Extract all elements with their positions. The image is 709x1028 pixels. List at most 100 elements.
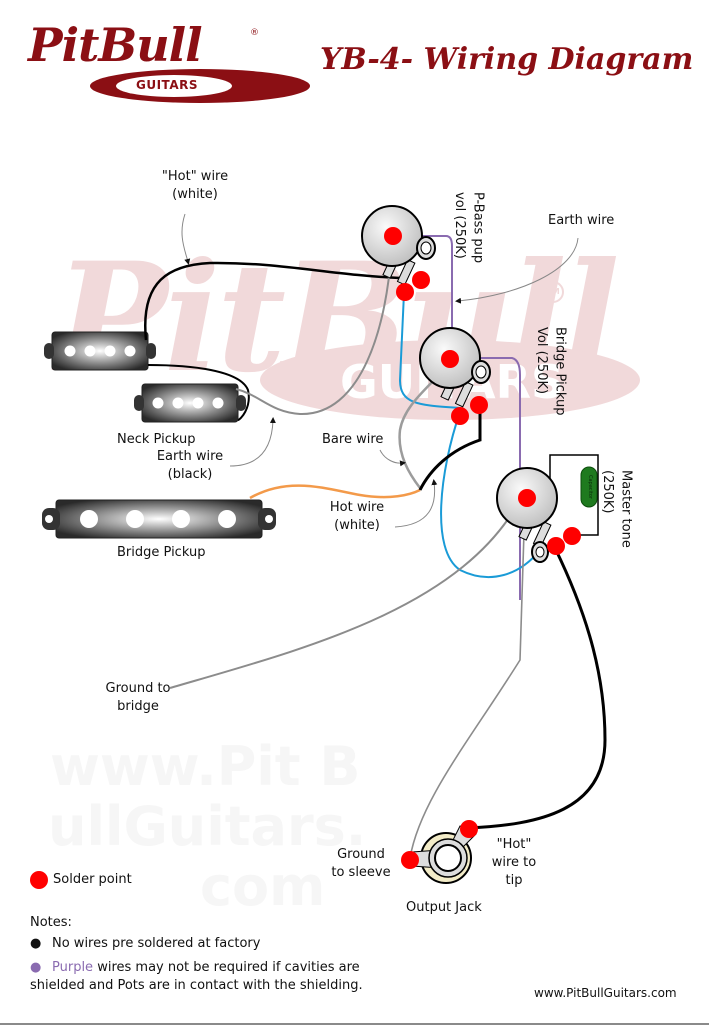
pickup-ear-left bbox=[44, 343, 54, 359]
bullet-icon: ● bbox=[30, 960, 42, 975]
pole-piece bbox=[80, 510, 98, 528]
pickup-ear-right bbox=[236, 395, 246, 411]
pole-piece bbox=[126, 510, 144, 528]
pointer-bare bbox=[379, 449, 406, 467]
pole-piece bbox=[218, 510, 236, 528]
wire-hot-neck bbox=[143, 261, 401, 341]
pointer-earth-top bbox=[455, 237, 579, 304]
wire-black-hot bbox=[418, 408, 482, 491]
label-line: to sleeve bbox=[331, 865, 391, 881]
label-line: "Hot" bbox=[496, 837, 532, 852]
pole-piece bbox=[104, 345, 116, 357]
pot-nut-inner bbox=[535, 546, 545, 558]
label-line: tip bbox=[505, 873, 523, 889]
pot-lug bbox=[454, 381, 474, 408]
solder-point bbox=[460, 820, 478, 838]
label-hot-wire-white: Hot wire (white) bbox=[322, 499, 392, 535]
pointer-hot-white bbox=[394, 479, 438, 528]
jack-hole bbox=[434, 844, 462, 872]
pole-piece bbox=[124, 345, 136, 357]
bullet-icon: ● bbox=[30, 936, 42, 951]
label-line: (250K) bbox=[600, 470, 616, 514]
solder-point bbox=[563, 527, 581, 545]
watermark-tm-text: TM bbox=[546, 287, 560, 296]
label-ground-to-bridge: Ground to bridge bbox=[98, 680, 178, 716]
capacitor-label: Capacitor bbox=[587, 475, 593, 500]
pole-piece bbox=[64, 345, 76, 357]
watermark-tm: TM bbox=[542, 281, 564, 303]
footer-url[interactable]: www.PitBullGuitars.com bbox=[534, 986, 677, 1000]
label-output-jack: Output Jack bbox=[406, 900, 482, 915]
wire-ground-bridge bbox=[169, 499, 521, 689]
logo-main-text: PitBull bbox=[28, 18, 203, 72]
label-neck-pickup: Neck Pickup bbox=[117, 432, 196, 447]
pole-piece bbox=[212, 397, 224, 409]
wire-ground-sleeve bbox=[409, 499, 526, 859]
solder-point bbox=[412, 271, 430, 289]
pole-piece bbox=[172, 397, 184, 409]
label-earth-wire-top: Earth wire bbox=[548, 213, 615, 228]
wire-neck-link bbox=[147, 364, 250, 421]
label-line: "Hot" wire bbox=[161, 169, 229, 184]
pot-pbass-volume bbox=[361, 205, 436, 301]
solder-point bbox=[518, 489, 536, 507]
label-line: P-Bass pup bbox=[470, 192, 486, 264]
label-hot-wire-top: "Hot" wire (white) bbox=[150, 168, 240, 204]
logo-swoosh-inner bbox=[116, 75, 232, 97]
solder-point bbox=[396, 283, 414, 301]
pointer-hot-top bbox=[181, 213, 191, 265]
legend-solder-point: Solder point bbox=[53, 872, 132, 887]
mount-hole bbox=[265, 515, 273, 523]
pointer-earth-black bbox=[229, 417, 276, 467]
label-line: (white) bbox=[334, 518, 380, 534]
page-title: YB-4- Wiring Diagram bbox=[320, 42, 694, 77]
label-line: Vol (250K) bbox=[534, 327, 550, 395]
wire-hot-tip bbox=[467, 547, 607, 830]
pot-nut-inner bbox=[475, 365, 487, 379]
pot-master-tone bbox=[496, 467, 581, 563]
wire-blue-1 bbox=[398, 292, 461, 409]
pole-piece bbox=[84, 345, 96, 357]
pole-piece bbox=[152, 397, 164, 409]
pickup-ear-left bbox=[134, 395, 144, 411]
wire-orange-hot bbox=[249, 484, 421, 500]
bottom-divider bbox=[0, 1023, 709, 1025]
neck-pickup-upper bbox=[44, 331, 156, 371]
solder-point bbox=[547, 537, 565, 555]
logo-sub-text: GUITARS bbox=[136, 78, 198, 92]
label-line: Earth wire bbox=[156, 449, 224, 464]
watermark-url-2: ullGuitars. bbox=[48, 795, 367, 858]
bridge-pickup bbox=[42, 499, 276, 539]
pole-piece bbox=[172, 510, 190, 528]
solder-point bbox=[401, 851, 419, 869]
note-item-2: ●Purple wires may not be required if cav… bbox=[30, 959, 380, 995]
label-line: Ground to bbox=[105, 681, 171, 696]
legend-solder-icon bbox=[30, 871, 48, 889]
brand-logo: PitBull ® GUITARS bbox=[28, 18, 310, 103]
solder-point bbox=[470, 396, 488, 414]
notes-heading: Notes: bbox=[30, 915, 72, 930]
solder-point bbox=[384, 227, 402, 245]
label-line: vol (250K) bbox=[452, 192, 468, 259]
label-pbass-pot: P-Bass pup vol (250K) bbox=[450, 192, 486, 263]
wire-purple-1 bbox=[398, 235, 453, 358]
logo-swoosh bbox=[90, 69, 310, 103]
pot-nut-inner bbox=[420, 241, 432, 255]
note-text: No wires pre soldered at factory bbox=[52, 936, 261, 951]
wire-blue-2 bbox=[440, 411, 541, 579]
solder-point bbox=[441, 350, 459, 368]
label-master-tone: Master tone (250K) bbox=[598, 470, 634, 548]
note-highlight: Purple bbox=[52, 960, 94, 975]
label-line: (white) bbox=[172, 187, 218, 203]
neck-pickup-lower bbox=[134, 383, 246, 423]
label-bare-wire: Bare wire bbox=[322, 432, 384, 447]
solder-point bbox=[451, 407, 469, 425]
pot-bridge-volume bbox=[419, 327, 491, 425]
capacitor-body bbox=[580, 466, 598, 508]
pole-piece bbox=[192, 397, 204, 409]
wire-neck-earth-gray bbox=[235, 239, 393, 416]
label-line: Hot wire bbox=[329, 500, 385, 515]
pickup-ear-right bbox=[146, 343, 156, 359]
label-ground-to-sleeve: Ground to sleeve bbox=[326, 846, 396, 882]
label-hot-wire-to-tip: "Hot" wire to tip bbox=[484, 836, 544, 891]
